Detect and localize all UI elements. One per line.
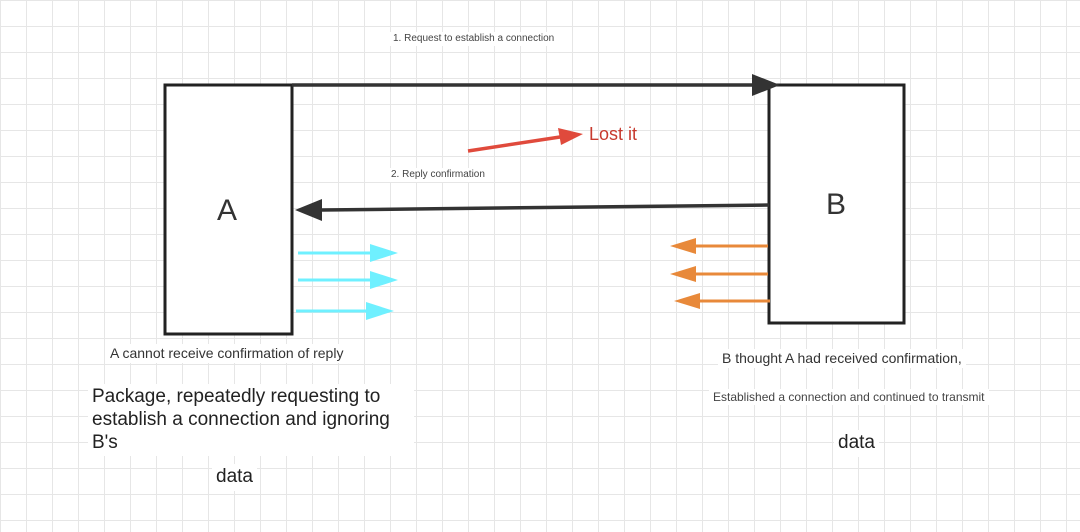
a-data-arrows [296, 244, 398, 320]
node-b-label: B [826, 188, 847, 221]
b-thought-note: B thought A had received confirmation, [718, 349, 966, 368]
a-data-note: data [212, 464, 257, 491]
a-cannot-note: A cannot receive confirmation of reply [106, 344, 348, 363]
node-a-box [163, 83, 294, 336]
b-data-arrows [670, 238, 770, 309]
reply-label: 2. Reply confirmation [388, 168, 488, 182]
request-label: 1. Request to establish a connection [390, 32, 572, 46]
reply-arrow [321, 203, 770, 212]
lost-arrowhead [558, 128, 583, 145]
request-arrowhead [752, 74, 780, 96]
lost-label: Lost it [589, 124, 638, 144]
node-a-label: A [217, 194, 238, 227]
a-package-note: Package, repeatedly requesting to establ… [88, 384, 414, 457]
reply-arrowhead [295, 199, 322, 221]
b-established-note: Established a connection and continued t… [709, 389, 989, 406]
b-data-note: data [834, 430, 879, 457]
node-b-box [767, 83, 906, 325]
lost-arrow [467, 135, 561, 153]
